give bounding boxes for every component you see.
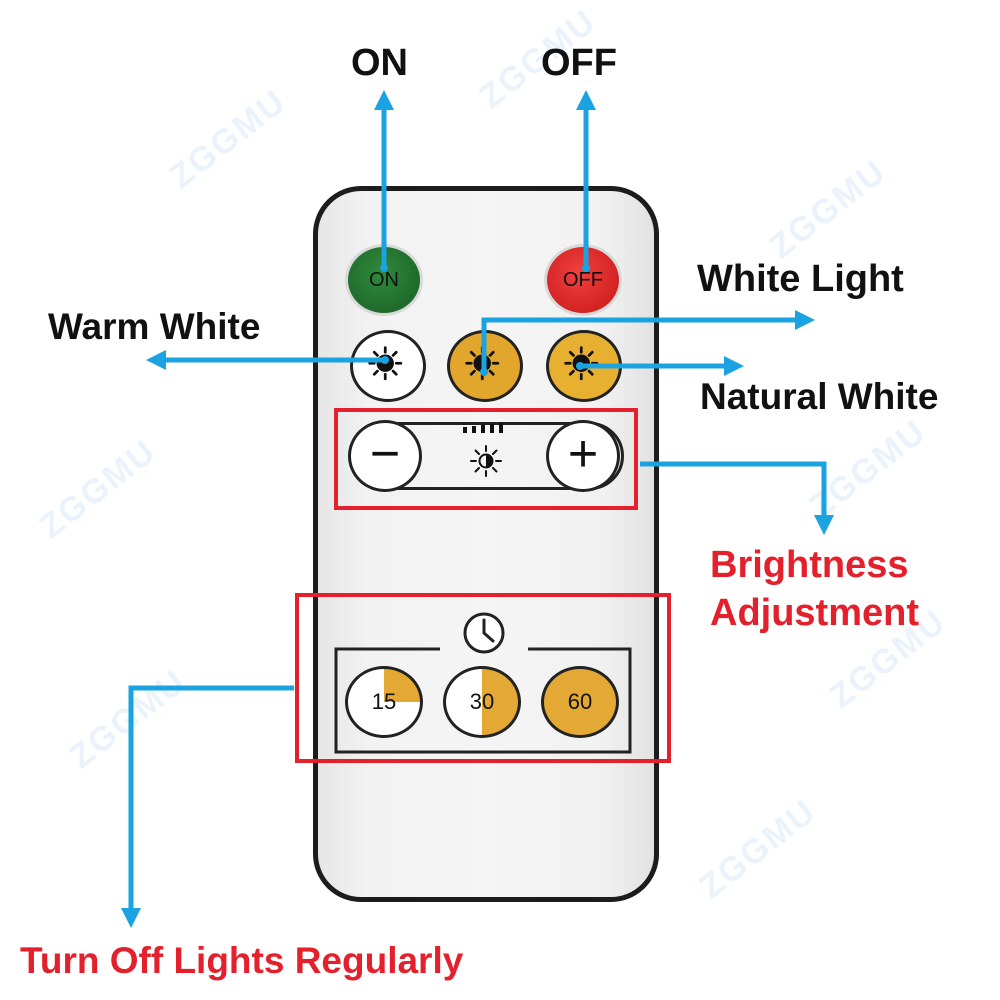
- natural-white-label: Natural White: [700, 376, 939, 417]
- brightness-label-line1: Brightness: [710, 544, 909, 586]
- timer-highlight-box: [295, 593, 671, 763]
- timer-60-button[interactable]: 60: [541, 666, 619, 738]
- watermark: ZGGMU: [762, 152, 894, 267]
- on-button-label: ON: [369, 268, 399, 291]
- brightness-icon: [463, 423, 503, 477]
- timer-30-label: 30: [469, 689, 495, 714]
- watermark: ZGGMU: [32, 432, 164, 547]
- timer-60-label: 60: [567, 689, 593, 714]
- brightness-highlight-box: [334, 408, 638, 510]
- minus-label: −: [369, 425, 401, 483]
- timer-15-label: 15: [371, 689, 397, 714]
- watermark: ZGGMU: [162, 82, 294, 197]
- on-button[interactable]: ON: [345, 244, 423, 316]
- off-button-label: OFF: [563, 268, 603, 291]
- turn-off-label: Turn Off Lights Regularly: [20, 940, 464, 981]
- brightness-down-button[interactable]: −: [348, 420, 422, 492]
- brightness-label-line2: Adjustment: [710, 592, 919, 634]
- warm-white-button[interactable]: [350, 330, 426, 402]
- sun-icon: [465, 346, 500, 381]
- timer-15-button[interactable]: 15: [345, 666, 423, 738]
- plus-label: +: [567, 425, 599, 483]
- on-label: ON: [351, 42, 408, 84]
- sun-icon: [368, 346, 403, 381]
- natural-white-button[interactable]: [546, 330, 622, 402]
- clock-icon: [463, 612, 505, 654]
- watermark: ZGGMU: [802, 412, 934, 527]
- white-light-label: White Light: [697, 258, 904, 300]
- off-label: OFF: [541, 42, 617, 84]
- watermark: ZGGMU: [62, 662, 194, 777]
- white-light-button[interactable]: [447, 330, 523, 402]
- brightness-arrow: [640, 461, 834, 535]
- timer-arrow: [121, 685, 294, 928]
- off-button[interactable]: OFF: [544, 244, 622, 316]
- timer-30-button[interactable]: 30: [443, 666, 521, 738]
- sun-icon: [564, 346, 599, 381]
- warm-white-label: Warm White: [48, 306, 261, 347]
- watermark: ZGGMU: [692, 792, 824, 907]
- brightness-up-button[interactable]: +: [546, 420, 620, 492]
